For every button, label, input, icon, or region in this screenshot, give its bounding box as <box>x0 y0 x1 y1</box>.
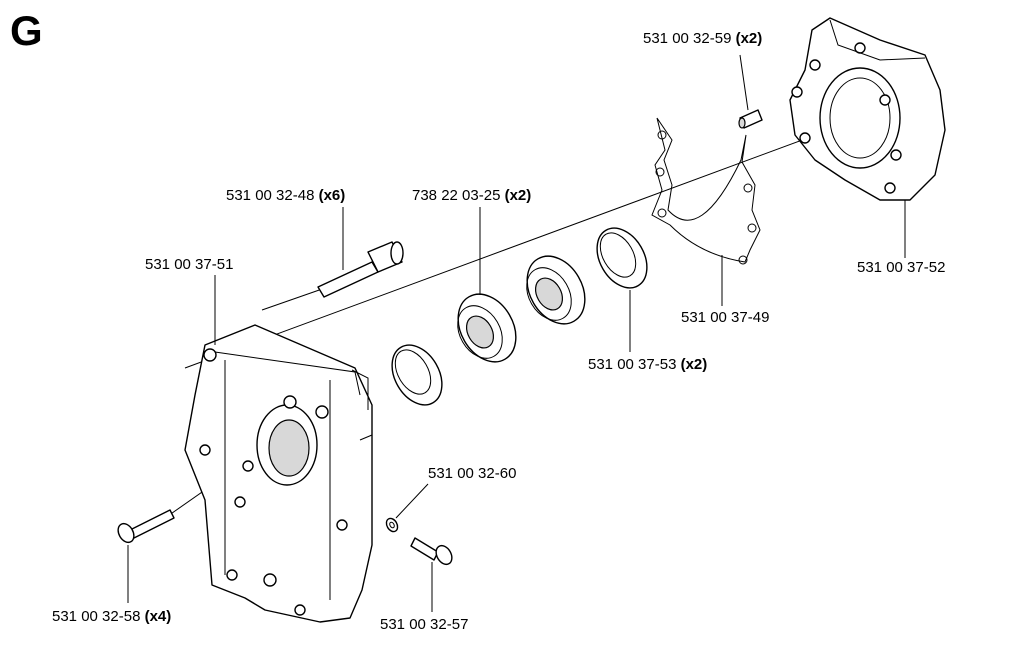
callout-screw-long: 531 00 32-48 (x6) <box>226 188 345 203</box>
gasket <box>651 117 761 265</box>
part-number: 531 00 37-53 <box>588 356 677 373</box>
part-number: 738 22 03-25 <box>412 187 501 204</box>
part-number: 531 00 37-51 <box>145 256 234 273</box>
seal-ring-right <box>596 227 648 289</box>
screw-axis <box>261 287 326 311</box>
part-number: 531 00 32-57 <box>380 616 469 633</box>
callout-bearing: 738 22 03-25 (x2) <box>412 188 531 203</box>
part-number: 531 00 32-60 <box>428 465 517 482</box>
part-number: 531 00 32-48 <box>226 187 315 204</box>
screw-small <box>410 537 453 566</box>
leader-lines <box>127 54 906 612</box>
leader-dowel-pin <box>739 54 749 111</box>
callout-seal-ring: 531 00 37-53 (x2) <box>588 357 707 372</box>
part-quantity: (x6) <box>318 187 346 204</box>
part-number: 531 00 37-52 <box>857 259 946 276</box>
callout-dowel-pin: 531 00 32-59 (x2) <box>643 31 762 46</box>
callout-crankcase-left: 531 00 37-51 <box>145 257 233 272</box>
callout-crankcase-right: 531 00 37-52 <box>857 260 945 275</box>
bearing-two <box>526 255 586 325</box>
part-quantity: (x2) <box>735 30 763 47</box>
washer <box>385 517 399 533</box>
callout-washer: 531 00 32-60 <box>428 466 516 481</box>
sheet-letter: G <box>10 7 43 54</box>
seal-ring-left <box>391 344 443 406</box>
part-number: 531 00 37-49 <box>681 309 770 326</box>
part-quantity: (x4) <box>144 608 172 625</box>
screw-long <box>317 241 404 298</box>
main-assembly-axis <box>184 114 871 369</box>
leader-washer <box>395 483 429 519</box>
callout-screw-short: 531 00 32-58 (x4) <box>52 609 171 624</box>
part-quantity: (x2) <box>504 187 532 204</box>
bearing-one <box>457 293 517 363</box>
part-number: 531 00 32-58 <box>52 608 141 625</box>
crankcase-left-half <box>184 324 373 623</box>
part-number: 531 00 32-59 <box>643 30 732 47</box>
screw-short <box>117 509 175 544</box>
crankcase-right-half <box>789 17 946 201</box>
part-quantity: (x2) <box>680 356 708 373</box>
dowel-pin <box>738 109 763 129</box>
callout-gasket: 531 00 37-49 <box>681 310 769 325</box>
callout-screw-small: 531 00 32-57 <box>380 617 468 632</box>
